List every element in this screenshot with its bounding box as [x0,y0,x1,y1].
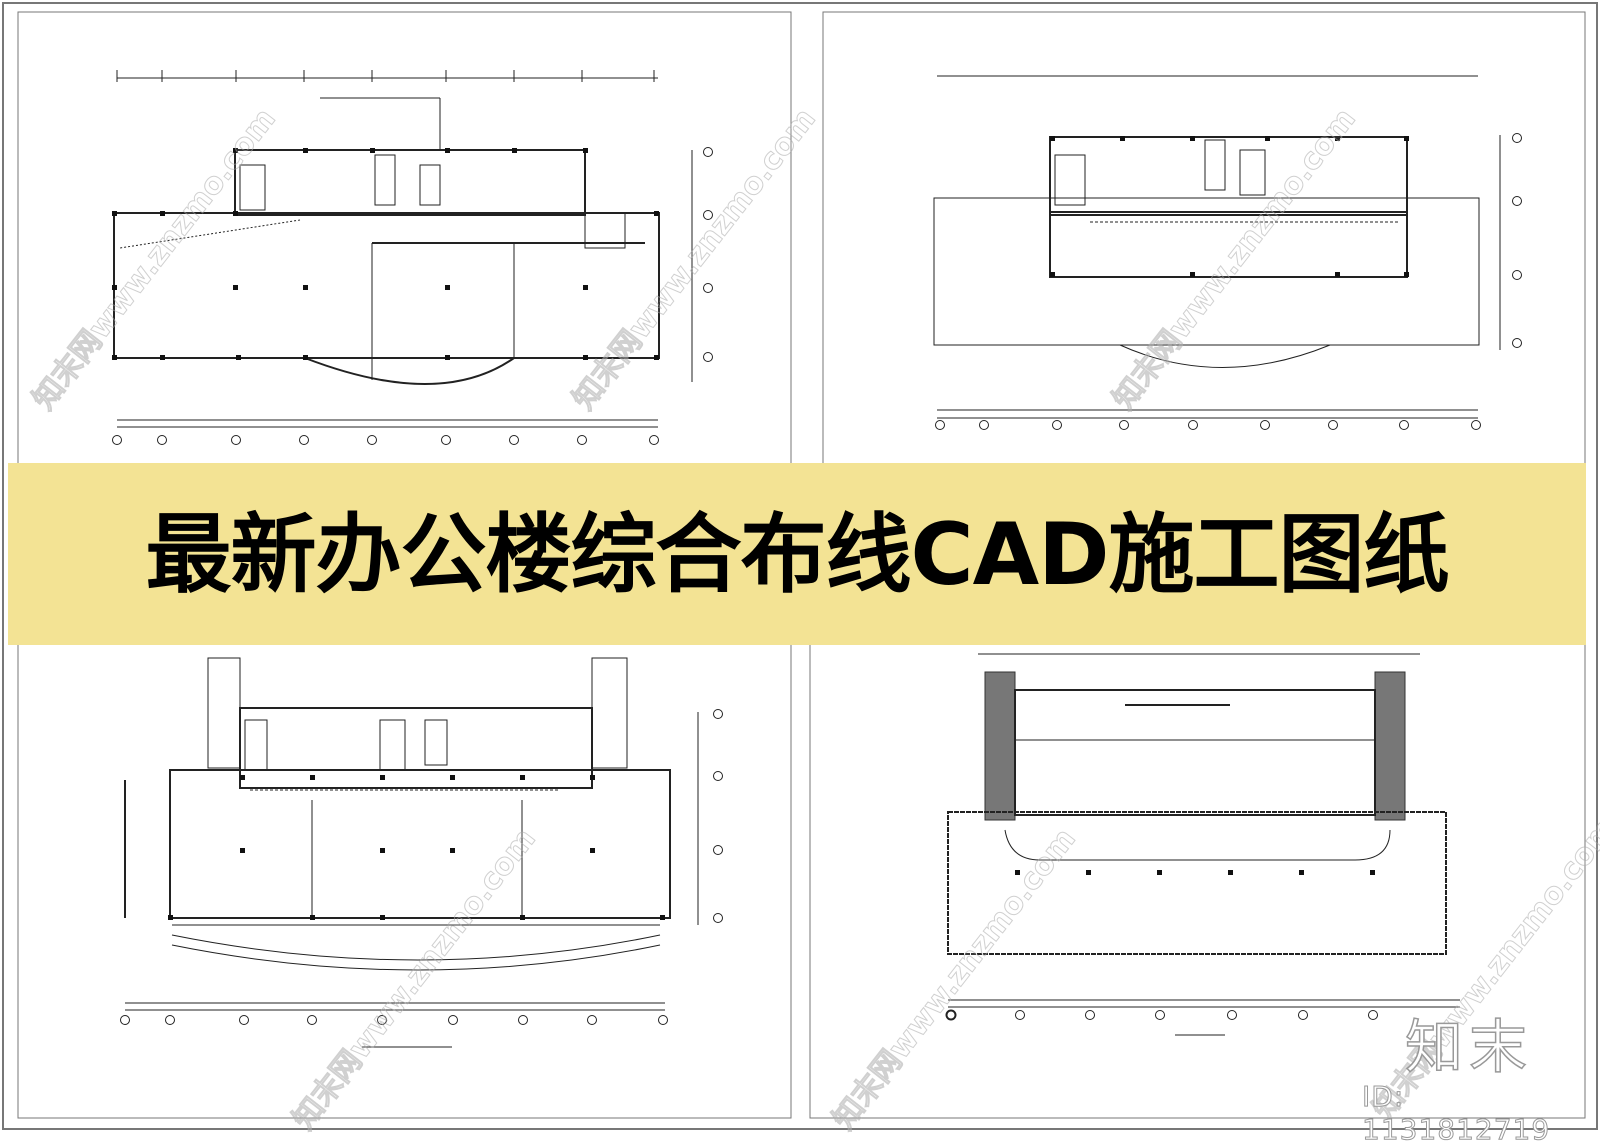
sheet-frame-bottom-left [17,564,792,1119]
floor-plan-top-left [112,70,713,445]
floor-plan-bottom-right [945,653,1460,1036]
asset-id-label: ID: 1131812719 [1362,1080,1551,1146]
brand-logo: 知末 [1404,1012,1534,1082]
floor-plan-bottom-left [120,657,723,1048]
page-title: 最新办公楼综合布线CAD施工图纸 [145,505,1449,605]
floor-plan-top-right [933,75,1522,430]
title-banner [8,463,1586,645]
